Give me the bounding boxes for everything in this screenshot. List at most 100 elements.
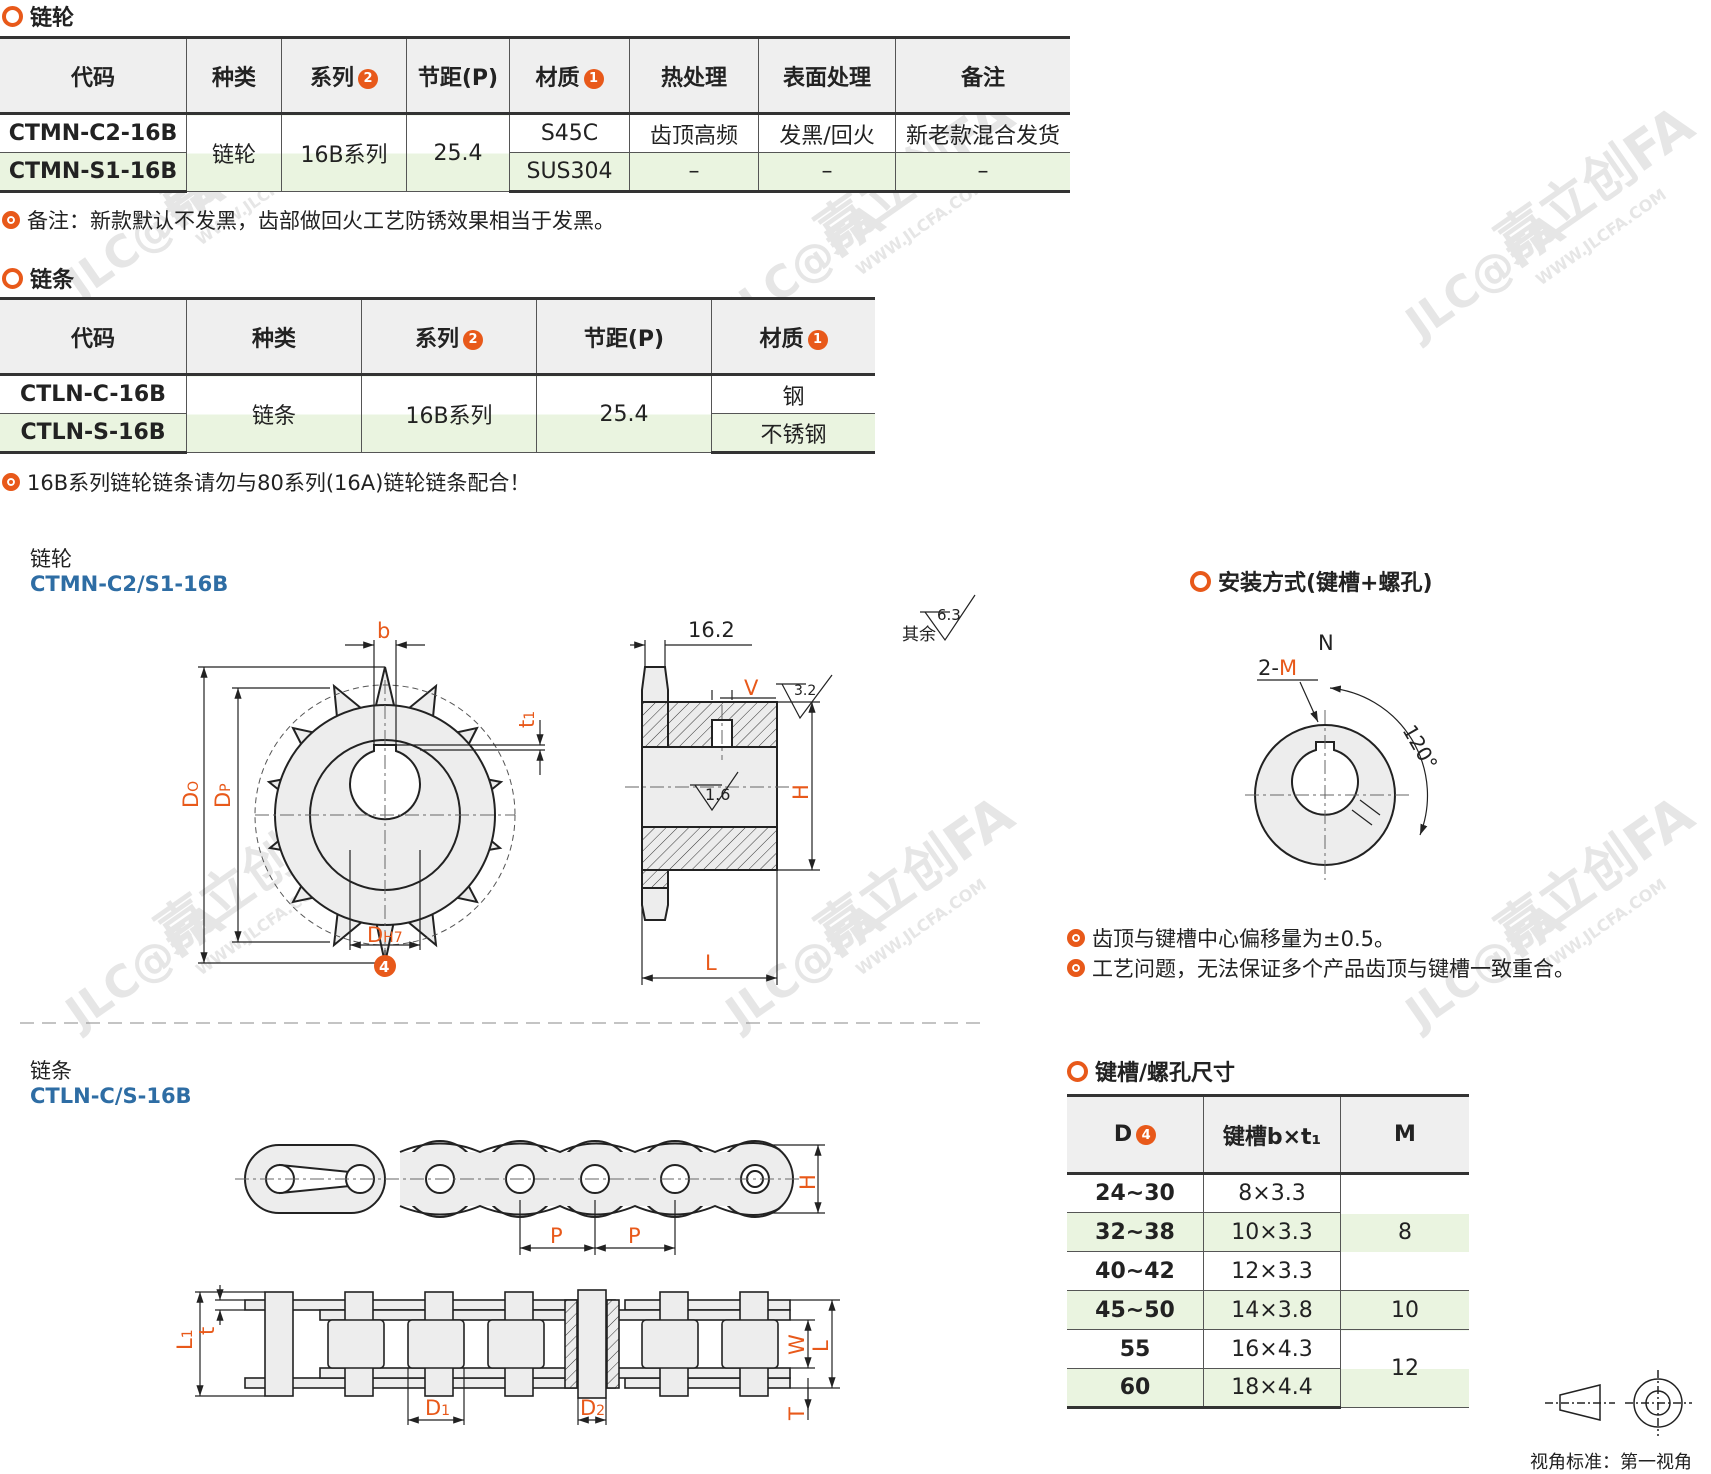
table-cell-heat: – [629,152,759,193]
table-cell-d: 40~42 [1067,1251,1204,1291]
install-dims [1257,679,1429,836]
rough-1-6: 1.6 [705,785,730,804]
table-cell-k: 14×3.8 [1203,1290,1341,1330]
chain-side-dims [195,1285,840,1425]
table-cell-k: 16×4.3 [1203,1329,1341,1369]
table-cell-material: 钢 [711,374,875,414]
side-web-top [641,701,669,748]
section-title-text: 安装方式(键槽+螺孔) [1218,571,1433,596]
table-cell-surface: – [758,152,896,193]
table-cell-code: CTMN-S1-16B [0,152,187,193]
side-centerlines [625,705,790,788]
install-angle: 120° [1398,721,1443,775]
roller [487,1319,545,1369]
install-N: N [1318,631,1334,655]
dim-Dp: DP [211,783,235,808]
section-bush-left [564,1299,578,1389]
install-2M: 2-M [1258,656,1297,680]
chain-drawing-label: 链条 [30,1059,72,1083]
keyway-title: 键槽/螺孔尺寸 [1067,1055,1235,1087]
col-header: 表面处理 [758,36,896,115]
ring-icon [2,267,23,289]
sprocket-centerlines [255,680,515,950]
table-cell-code: CTLN-S-16B [0,413,187,454]
header-series: 系列 [414,326,459,352]
table-cell-d: 55 [1067,1329,1204,1369]
roller [407,1319,465,1369]
section-title-text: 键槽/螺孔尺寸 [1095,1061,1236,1086]
col-header: 代码 [0,36,187,115]
table-cell-heat: 齿顶高频 [629,113,759,153]
roller [721,1319,779,1369]
dim-P2: P [628,1224,641,1248]
side-top-tooth [641,666,669,703]
badge-icon: 4 [1136,1125,1157,1145]
dim-t: t [195,1327,219,1335]
badge4-circle [374,955,396,977]
table-cell-material: 不锈钢 [711,413,875,454]
col-header: 代码 [0,297,187,376]
table-cell-material: S45C [509,113,630,153]
table-cell-series: 16B系列 [281,113,407,192]
ring-icon [1067,1060,1088,1082]
view-standard: 视角标准：第一视角 [1530,1452,1692,1473]
col-header: 备注 [895,36,1070,115]
note-text: 齿顶与键槽中心偏移量为±0.5。 [1092,927,1395,951]
sprocket-section-title: 链轮 [2,0,74,32]
side-hub-bottom [641,826,778,871]
dim-16-2: 16.2 [688,618,735,642]
chain-link-top-edge [399,1141,781,1154]
bullet-icon [2,211,20,229]
dim-chain-L: L [809,1340,833,1352]
col-header: M [1340,1094,1469,1175]
bullet-icon [1067,929,1085,947]
rough-3-2: 3.2 [794,683,816,699]
chain-drawing-code: CTLN-C/S-16B [30,1084,192,1108]
dim-V: V [744,676,759,700]
table-cell-d: 32~38 [1067,1212,1204,1252]
table-cell-d: 60 [1067,1368,1204,1409]
table-cell-m: 8 [1340,1173,1469,1291]
dim-D2: D2 [580,1396,605,1420]
header-d: D [1113,1122,1133,1147]
chain-pins [265,1164,770,1194]
table-cell-k: 18×4.4 [1203,1368,1341,1409]
view-symbol-icon [1545,1370,1692,1436]
table-cell-code: CTMN-C2-16B [0,113,187,153]
side-dimensions [630,594,976,985]
badge-icon: 1 [807,329,828,350]
note-text: 工艺问题，无法保证多个产品齿顶与键槽一致重合。 [1092,957,1575,981]
section-title-text: 链轮 [30,6,75,31]
dim-D1: D1 [425,1396,450,1420]
chain-top-dims [519,1144,825,1255]
install-note-1: 齿顶与键槽中心偏移量为±0.5。 [1067,923,1395,953]
inner-plate-bottom [319,1367,791,1379]
side-web-bottom [641,869,669,889]
side-bottom-tooth [641,887,669,921]
section-bush-right [606,1299,620,1389]
col-header: 种类 [186,297,362,376]
table-cell-k: 12×3.3 [1203,1251,1341,1291]
pin [264,1291,294,1397]
table-cell-type: 链条 [186,374,362,453]
chain-side-view [244,1289,791,1399]
ring-icon [1190,570,1211,592]
ring-icon [2,5,23,27]
table-cell-k: 10×3.3 [1203,1212,1341,1252]
dim-t1: t1 [515,711,539,728]
table-cell-m: 10 [1340,1290,1469,1330]
table-cell-remark: – [895,152,1070,193]
section-title-text: 链条 [30,268,75,293]
col-header: 种类 [186,36,282,115]
table-cell-pitch: 25.4 [536,374,712,453]
dim-P1: P [550,1224,563,1248]
chain-link-bottom-edge [399,1204,781,1217]
badge-icon: 2 [358,68,378,89]
chain-section-title: 链条 [2,262,74,294]
